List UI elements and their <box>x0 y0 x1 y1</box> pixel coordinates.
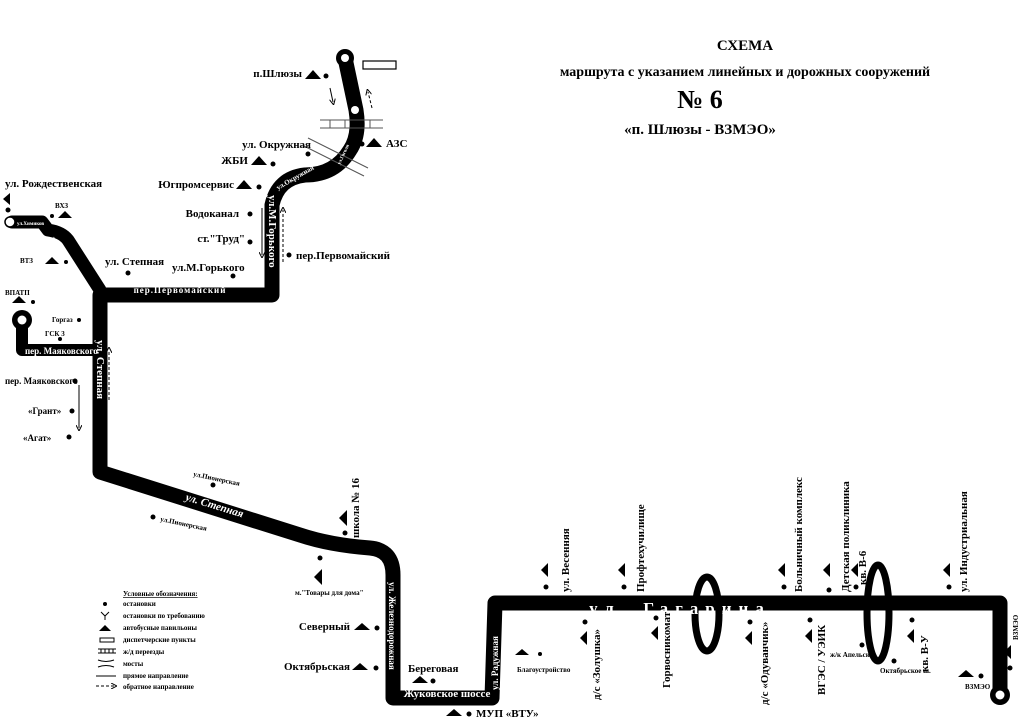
stop-industrialnaya[interactable]: ул. Индустриальная <box>958 491 970 592</box>
terminal-rozhd-icon <box>4 216 16 228</box>
stop-kv-v6[interactable]: кв. В-6 <box>857 550 869 585</box>
stop-gorgaz[interactable]: Горгаз <box>52 316 73 324</box>
stop-apelsin[interactable]: ж/к Апельсин <box>830 651 874 659</box>
stop-oduvanchik[interactable]: д/с «Одуванчик» <box>759 622 771 705</box>
stop-pionerskaya-1[interactable]: ул.Пионерская <box>193 470 241 488</box>
street-pervomaisky: пер.Первомайский <box>134 285 227 295</box>
legend-item: остановки по требованию <box>123 612 205 620</box>
stop-blagoustroistvo[interactable]: Благоустройство <box>517 666 571 674</box>
stop-severny[interactable]: Северный <box>299 621 351 633</box>
stop-oktyabrskaya[interactable]: Октябрьская <box>284 661 350 673</box>
route-number: № 6 <box>677 85 723 114</box>
stop-oktyabrskoe[interactable]: Октябрьское ш. <box>880 667 931 675</box>
stop-okruzhnaya[interactable]: ул. Окружная <box>242 139 311 151</box>
stop-mup-vtu[interactable]: МУП «ВТУ» <box>476 708 539 720</box>
legend-railway-icon <box>98 648 116 654</box>
stop-gsk3[interactable]: ГСК 3 <box>45 330 65 338</box>
route-name: «п. Шлюзы - ВЗМЭО» <box>624 122 776 138</box>
stop-vtz[interactable]: ВТЗ <box>20 257 33 265</box>
legend-item: мосты <box>123 660 144 668</box>
branch-rozhdestvenskaya <box>5 215 107 297</box>
stop-gorvodokanal[interactable]: Горвосникомат <box>661 611 673 688</box>
legend-title: Условные обозначения: <box>123 590 198 598</box>
legend-item: ж/д переезды <box>123 648 165 656</box>
title-line2: маршрута с указанием линейных и дорожных… <box>560 65 930 80</box>
stop-pionerskaya-2[interactable]: ул.Пионерская <box>160 515 208 533</box>
stop-rozhdestvenskaya[interactable]: ул. Рождественская <box>5 178 102 190</box>
legend: Условные обозначения: остановки остановк… <box>96 590 205 691</box>
main-route-line <box>92 50 1008 706</box>
stop-m-gorkogo[interactable]: ул.М.Горького <box>172 262 245 274</box>
stop-agat[interactable]: «Агат» <box>23 433 52 443</box>
stop-beregovaya[interactable]: Береговая <box>408 663 459 675</box>
legend-item: диспетчерские пункты <box>123 636 196 644</box>
legend-dispatch-icon <box>99 637 115 643</box>
terminal-shlyuzy-icon <box>341 54 349 62</box>
street-zheleznodorozhnaya: ул. Железнодорожная <box>387 582 397 670</box>
street-khimikov: ул.Химиков <box>17 222 44 227</box>
direction-arrows <box>79 87 373 428</box>
stop-trud[interactable]: ст."Труд" <box>197 233 245 245</box>
bridge-icon <box>863 561 893 665</box>
legend-item: обратное направление <box>123 683 194 691</box>
stop-zolushka[interactable]: д/с «Золушка» <box>591 629 603 700</box>
street-gorkogo: ул.М.Горького <box>266 195 278 268</box>
legend-request-stop-icon <box>100 611 110 620</box>
stop-vkhz[interactable]: ВХЗ <box>55 202 68 210</box>
legend-pavilion-icon <box>99 625 111 631</box>
street-gagarina: ул. Гагарина <box>589 599 771 618</box>
street-raduzhnaya: ул. Радужная <box>490 636 500 690</box>
stop-vpatp[interactable]: ВПАТП <box>5 289 30 297</box>
stop-azs[interactable]: АЗС <box>386 138 407 150</box>
street-zhukovskoe: Жуковское шоссе <box>404 688 491 700</box>
street-vzmeo-vertical: ВЗМЭО <box>1012 614 1020 640</box>
stop-detskaya[interactable]: Детская поликлиника <box>840 481 852 592</box>
route-roads <box>4 49 1010 706</box>
title-line1: СХЕМА <box>717 38 773 54</box>
legend-bridge-icon <box>97 659 115 668</box>
terminal-vpatp-icon <box>17 315 27 325</box>
stops: п.Шлюзы ул. Окружная АЗС ЖБИ Югпромсерви… <box>3 68 1013 720</box>
stop-vodokanal[interactable]: Водоканал <box>186 208 239 220</box>
diagram-title: СХЕМА маршрута с указанием линейных и до… <box>560 38 930 138</box>
stop-bolnichny[interactable]: Больничный комплекс <box>793 477 805 592</box>
legend-item: остановки <box>123 600 156 608</box>
dispatch-point-icon <box>362 60 397 70</box>
stop-zhbi[interactable]: ЖБИ <box>221 155 248 167</box>
stop-proftekh[interactable]: Профтехучилище <box>635 504 647 592</box>
legend-stop-icon <box>103 602 107 606</box>
stop-vzmeo[interactable]: ВЗМЭО <box>965 683 991 691</box>
stop-grant[interactable]: «Грант» <box>28 406 62 416</box>
stop-stepnaya[interactable]: ул. Степная <box>105 256 164 268</box>
stop-yugpromservis[interactable]: Югпромсервис <box>158 179 234 191</box>
stop-kv-vu[interactable]: кв. В-У <box>919 635 931 672</box>
legend-item: автобусные павильоны <box>123 624 197 632</box>
terminal-vzmeo-icon <box>995 690 1005 700</box>
stop-mayakovskogo[interactable]: пер. Маяковского <box>5 376 78 386</box>
stop-pervomaisky[interactable]: пер.Первомайский <box>296 250 391 262</box>
stop-vges[interactable]: ВГЭС / УЭИК <box>816 625 828 695</box>
railway-crossing-icon <box>303 119 383 177</box>
stop-shkola16[interactable]: школа № 16 <box>350 477 362 538</box>
street-stepnaya-vertical: ул. Степная <box>94 340 106 399</box>
stop-vesennyaya[interactable]: ул. Весенняя <box>560 528 572 592</box>
street-mayakovskogo: пер. Маяковского <box>25 346 98 356</box>
legend-item: прямое направление <box>123 672 189 680</box>
stop-tovary[interactable]: м."Товары для дома" <box>295 589 364 597</box>
stop-shlyuzy[interactable]: п.Шлюзы <box>253 68 302 80</box>
bridge-icon <box>691 573 723 655</box>
